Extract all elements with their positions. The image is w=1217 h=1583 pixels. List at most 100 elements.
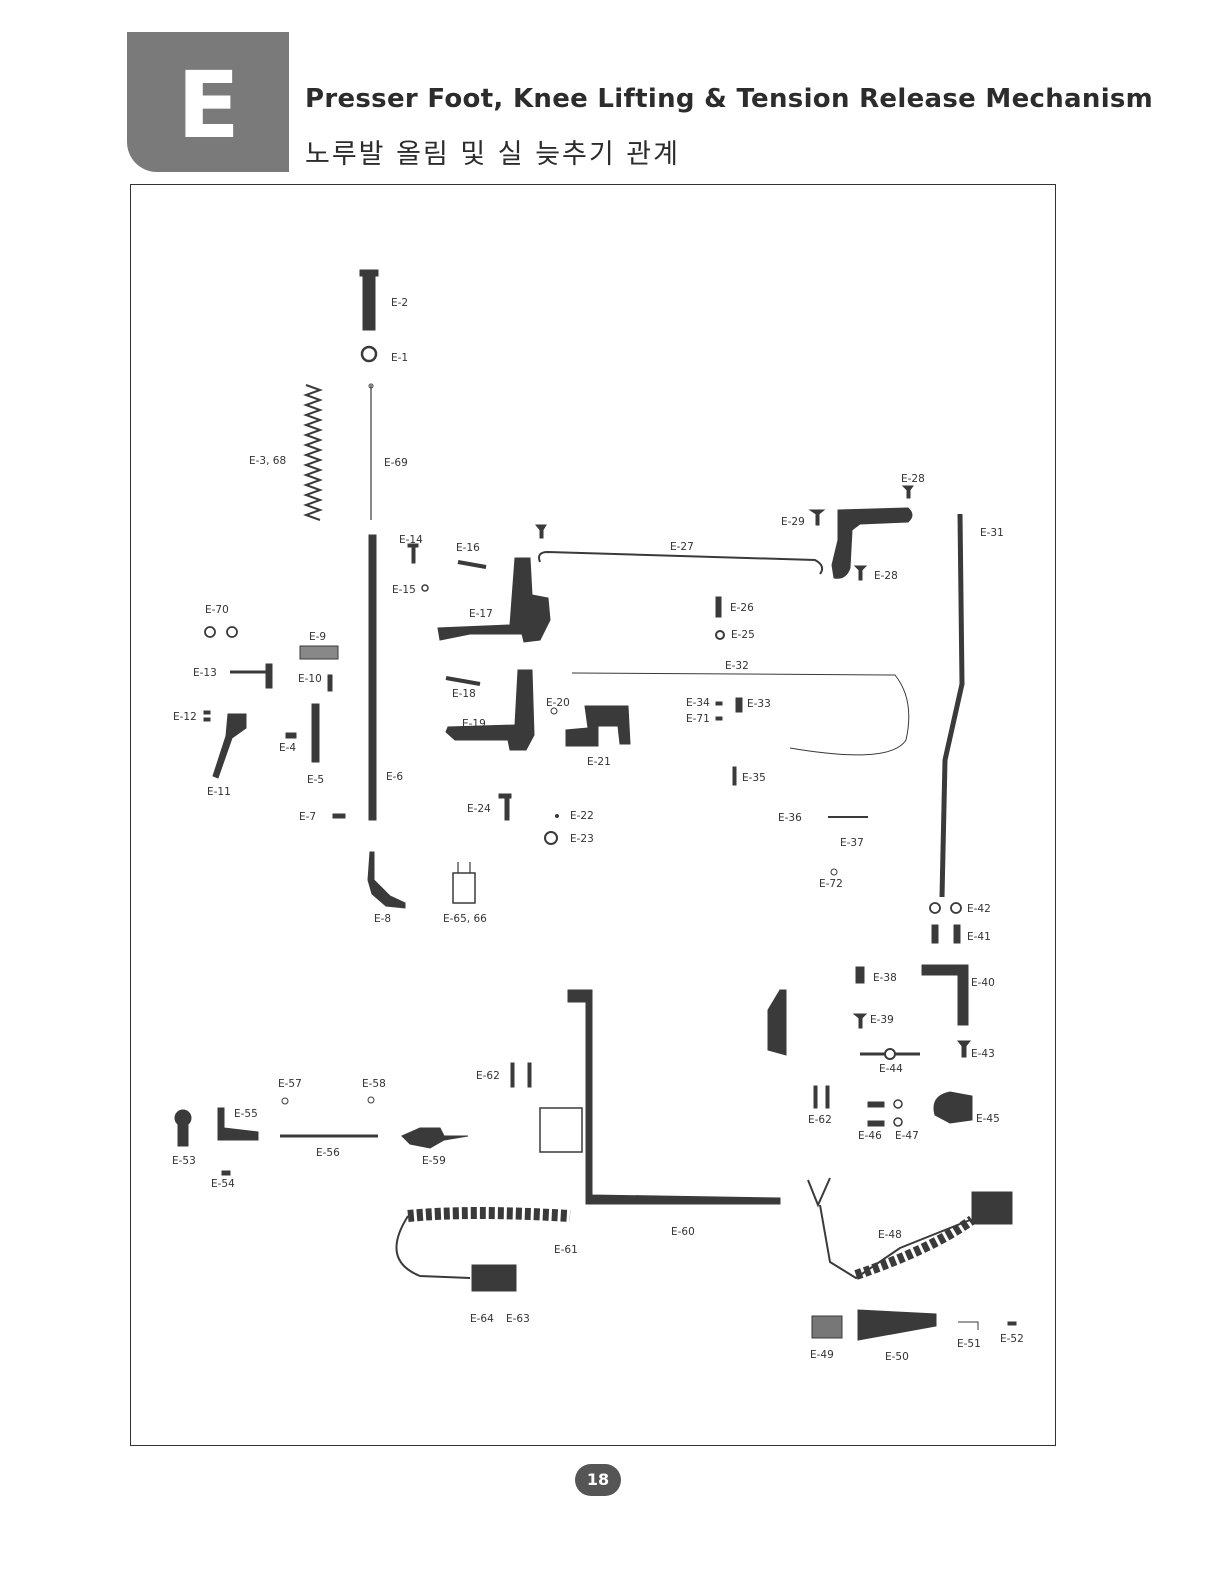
part-e12a (203, 710, 211, 715)
part-label: E-49 (810, 1349, 834, 1361)
part-e62r-a (813, 1085, 818, 1109)
part-e16 (457, 560, 487, 569)
part-label: E-20 (546, 697, 570, 709)
part-label: E-25 (731, 629, 755, 641)
part-e35 (732, 766, 737, 786)
part-e18 (445, 676, 481, 686)
part-label: E-70 (205, 604, 229, 616)
part-e51 (958, 1321, 979, 1330)
part-label: E-62 (808, 1114, 832, 1126)
part-label: E-34 (686, 697, 710, 709)
part-e46a (867, 1101, 885, 1108)
part-label: E-16 (456, 542, 480, 554)
part-label: E-60 (671, 1226, 695, 1238)
part-label: E-38 (873, 972, 897, 984)
part-e7 (332, 813, 346, 819)
part-label: E-69 (384, 457, 408, 469)
part-e8 (367, 851, 406, 909)
part-label: E-8 (374, 913, 392, 925)
part-label: E-54 (211, 1178, 235, 1190)
part-e29 (808, 509, 826, 526)
page-title-korean: 노루발 올림 및 실 늦추기 관계 (305, 139, 680, 170)
part-label: E-50 (885, 1351, 909, 1363)
part-e28a (901, 485, 914, 499)
part-e19 (445, 669, 535, 751)
part-e1 (360, 345, 378, 363)
part-e72 (830, 868, 838, 876)
part-label: E-35 (742, 772, 766, 784)
part-e20 (550, 707, 558, 715)
part-e52 (1007, 1321, 1017, 1326)
part-label: E-6 (386, 771, 404, 783)
part-label: E-48 (878, 1229, 902, 1241)
part-label: E-55 (234, 1108, 258, 1120)
part-label: E-52 (1000, 1333, 1024, 1345)
part-e4 (285, 732, 297, 739)
part-label: E-23 (570, 833, 594, 845)
part-e49 (811, 1315, 843, 1339)
part-label: E-22 (570, 810, 594, 822)
part-label: E-33 (747, 698, 771, 710)
part-e21 (565, 705, 631, 747)
part-e5 (311, 703, 320, 763)
part-e17 (437, 557, 551, 643)
part-e2 (362, 271, 376, 331)
part-label: E-14 (399, 534, 423, 546)
part-label: E-43 (971, 1048, 995, 1060)
part-label: E-24 (467, 803, 491, 815)
part-e11 (212, 713, 247, 779)
part-e64 (471, 1264, 517, 1292)
part-label: E-3, 68 (249, 455, 287, 467)
part-e61-cord (395, 1215, 471, 1279)
part-e28b (853, 565, 868, 581)
part-e48 (807, 1177, 971, 1280)
part-label: E-62 (476, 1070, 500, 1082)
part-label: E-1 (391, 352, 409, 364)
section-tab: E (127, 32, 289, 172)
part-label: E-2 (391, 297, 409, 309)
part-e41b (953, 924, 961, 944)
part-e43 (956, 1040, 972, 1058)
diagram-frame (130, 184, 1056, 1446)
part-e12b (203, 717, 211, 722)
part-label: E-41 (967, 931, 991, 943)
part-label: E-42 (967, 903, 991, 915)
part-label: E-18 (452, 688, 476, 700)
part-e58 (367, 1096, 375, 1104)
part-e10 (327, 674, 333, 692)
part-e22 (555, 814, 559, 818)
part-e26 (715, 596, 722, 618)
part-e62l-a (510, 1062, 515, 1088)
part-e60-block (539, 1107, 583, 1153)
part-e42a (929, 902, 941, 914)
part-e65 (452, 872, 476, 904)
part-e62l-b (527, 1062, 532, 1088)
part-label: E-57 (278, 1078, 302, 1090)
part-label: E-28 (901, 473, 925, 485)
part-e14 (411, 544, 416, 564)
part-e41a (931, 924, 939, 944)
part-label: E-19 (462, 718, 486, 730)
part-e59 (401, 1127, 469, 1149)
part-label: E-11 (207, 786, 231, 798)
page-number: 18 (575, 1464, 621, 1496)
part-e15 (421, 584, 429, 592)
part-e46b (867, 1120, 885, 1127)
part-e70a (204, 626, 216, 638)
part-label: E-26 (730, 602, 754, 614)
part-label: E-44 (879, 1063, 903, 1075)
part-label: E-28 (874, 570, 898, 582)
part-plate-left (767, 989, 787, 1056)
part-e61 (407, 1207, 571, 1222)
part-label: E-32 (725, 660, 749, 672)
part-e55 (217, 1107, 259, 1141)
part-label: E-5 (307, 774, 325, 786)
part-label: E-63 (506, 1313, 530, 1325)
part-label: E-65, 66 (443, 913, 487, 925)
part-label: E-59 (422, 1155, 446, 1167)
part-e39 (852, 1013, 868, 1029)
part-e50 (857, 1309, 937, 1341)
part-label: E-13 (193, 667, 217, 679)
part-e25 (715, 630, 725, 640)
